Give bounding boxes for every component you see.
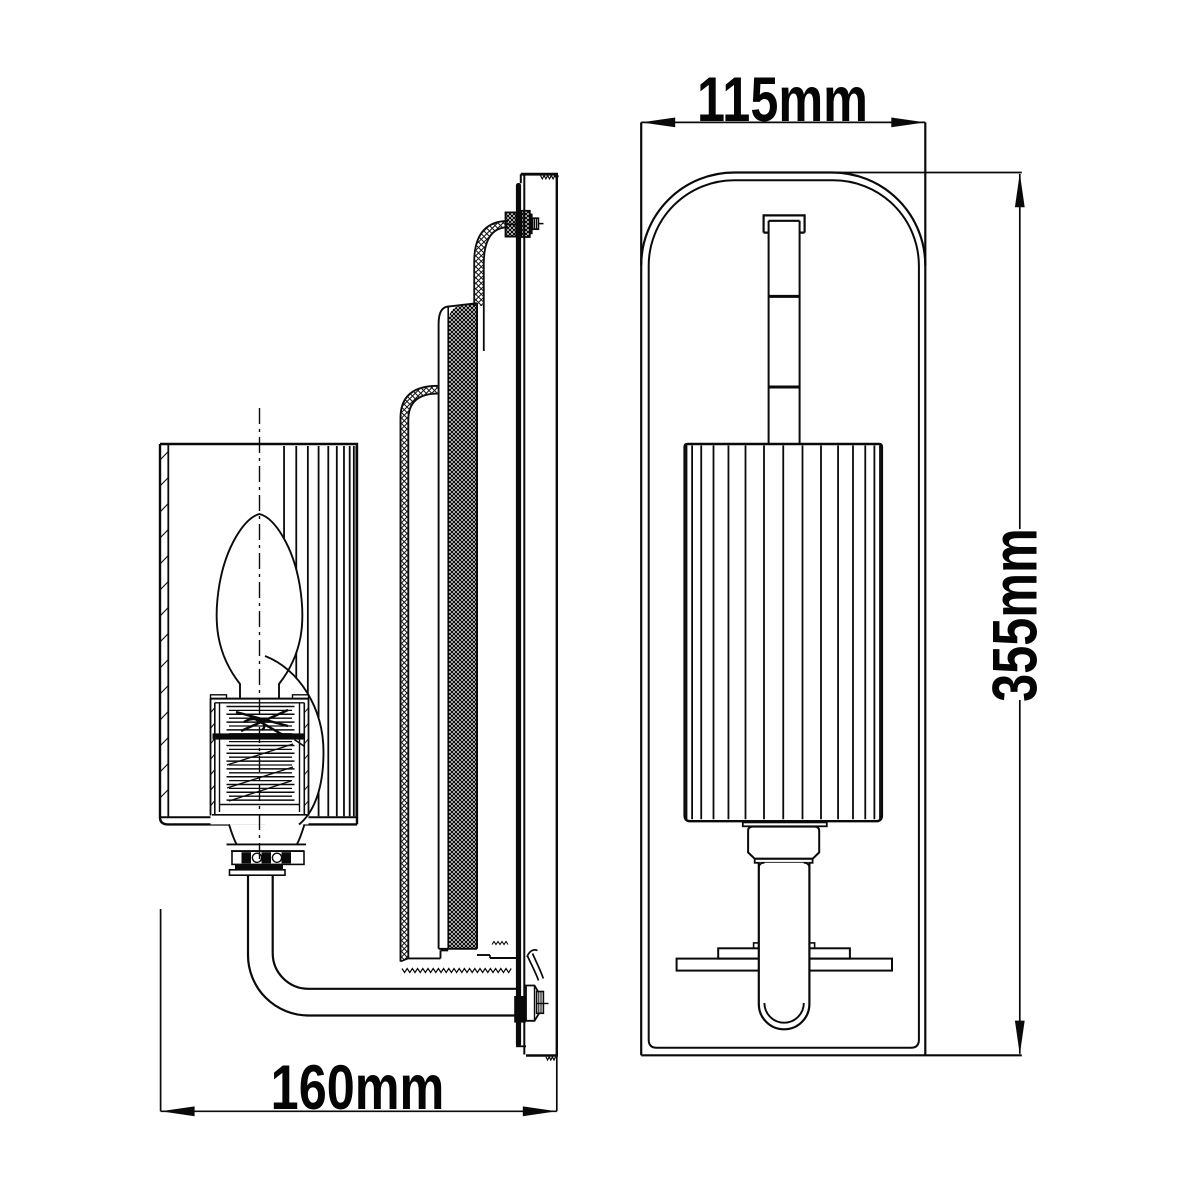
svg-text:115mm: 115mm [697, 65, 868, 136]
svg-text:355mm: 355mm [980, 528, 1051, 702]
svg-text:160mm: 160mm [271, 1053, 445, 1124]
